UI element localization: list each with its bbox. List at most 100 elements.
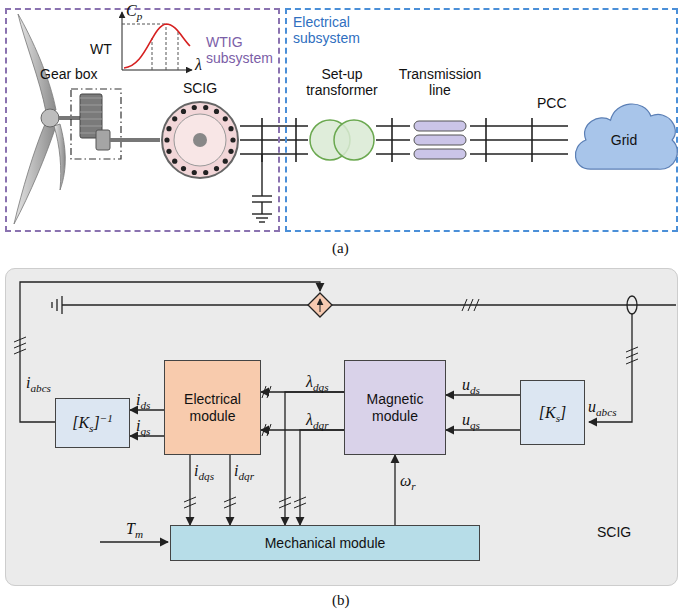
bus-slash <box>14 337 26 342</box>
subscript: dqr <box>313 419 329 431</box>
grid-cloud-outline <box>575 104 677 169</box>
shaft <box>122 138 160 142</box>
gear-box-outline <box>70 88 122 160</box>
node-text: [Ks] <box>539 404 567 422</box>
connector <box>229 455 230 525</box>
grid-wire <box>100 541 168 542</box>
subscript: qs <box>470 419 480 431</box>
connector <box>470 126 568 154</box>
module-box: Electrical module <box>164 360 261 455</box>
node-text: Electrical module <box>165 391 260 423</box>
capacitor <box>261 202 262 214</box>
capacitor <box>252 154 272 222</box>
node-text: WTIG subsystem <box>206 34 278 66</box>
wind-turbine <box>14 124 56 224</box>
bus-slash <box>14 299 638 508</box>
grid-wire <box>51 302 52 308</box>
generator-circle-outline <box>166 149 171 154</box>
generator-circle: SCIG <box>160 100 240 180</box>
connector <box>446 394 520 395</box>
grid-wire <box>589 314 632 422</box>
part-name: WT <box>90 42 112 57</box>
generator-circle-outline <box>230 137 235 142</box>
generator-circle-outline <box>160 100 240 180</box>
connector <box>285 392 344 525</box>
signal-name: ids <box>136 391 150 409</box>
subscript: dqs <box>198 470 214 482</box>
gear-box-outline <box>80 119 102 120</box>
signal-name: iabcs <box>26 374 51 392</box>
generator-circle-outline <box>193 133 207 147</box>
text-part: ω <box>400 472 411 489</box>
signal-name: λdqr <box>306 411 328 429</box>
node-text: Mechanical module <box>265 535 386 551</box>
connector <box>240 126 308 154</box>
grid-wire <box>332 304 676 305</box>
grid-wire <box>627 296 637 314</box>
subscript: ds <box>140 399 150 411</box>
connector <box>376 126 410 154</box>
node-text: Grid <box>611 132 637 148</box>
transform-box: [Ks] <box>520 380 585 445</box>
subfigure-label: (b) <box>332 592 350 609</box>
text-part: T <box>126 520 135 537</box>
text-part: i <box>136 417 140 434</box>
gear-box: Gear box <box>70 88 122 160</box>
generator-circle-outline <box>172 159 177 164</box>
superscript: −1 <box>100 412 113 424</box>
node-text: SCIG <box>597 524 657 540</box>
bus-slash <box>626 353 638 358</box>
gear-box-outline <box>80 112 102 113</box>
cp-lambda-plot <box>122 24 166 25</box>
signal-name: idqr <box>234 462 254 480</box>
generator-circle-outline <box>181 166 186 171</box>
generator-circle-outline <box>228 126 233 131</box>
grid-wire <box>62 304 308 305</box>
transmission-line-outline <box>410 118 470 162</box>
text-part: [K <box>539 404 556 421</box>
text-part: i <box>194 462 198 479</box>
signal-name: uds <box>462 376 480 394</box>
gear-box-outline <box>80 105 102 106</box>
axis-label: λ <box>195 56 202 74</box>
gear-box-outline <box>96 130 110 150</box>
text-part: u <box>588 398 596 415</box>
subscript: dqs <box>313 381 329 393</box>
connector <box>300 430 344 525</box>
capacitor <box>259 221 265 222</box>
grid-cloud: Grid <box>568 88 680 192</box>
text-part: i <box>234 462 238 479</box>
cp-lambda-plot <box>124 24 190 68</box>
bus-slash <box>626 347 638 352</box>
subscript: abcs <box>30 382 51 394</box>
cp-lambda-plot <box>122 12 192 70</box>
transmission-line-outline <box>414 149 466 159</box>
generator-circle-outline <box>174 114 226 166</box>
cp-lambda-plot <box>152 38 153 70</box>
text-part: [K <box>72 414 89 431</box>
text-part: λ <box>306 373 313 390</box>
node-text: Set-up transformer <box>299 66 385 98</box>
capacitor <box>256 217 268 218</box>
subsystem-region: WTIG subsystemGear box SCIG <box>5 8 280 232</box>
generator-circle-outline <box>181 109 186 114</box>
cp-lambda-plot <box>166 24 167 70</box>
gear-box-outline <box>80 98 102 99</box>
subscript: p <box>137 10 143 22</box>
module-box: Mechanical module <box>170 525 480 561</box>
generator-circle-outline <box>203 170 208 175</box>
signal-name: iqs <box>136 417 150 435</box>
generator-circle-outline <box>223 116 228 121</box>
connector <box>189 455 190 525</box>
transmission-line-outline <box>414 121 466 131</box>
gear-box-outline <box>71 89 121 159</box>
generator-circle-outline <box>203 105 208 110</box>
bus-slash <box>14 349 26 354</box>
wind-turbine <box>54 124 65 190</box>
signal-name: uqs <box>462 411 480 429</box>
text-part: ] <box>93 414 99 431</box>
text-part: i <box>26 374 30 391</box>
gear-box-outline <box>80 126 102 127</box>
node-text: Electrical subsystem <box>293 14 383 46</box>
